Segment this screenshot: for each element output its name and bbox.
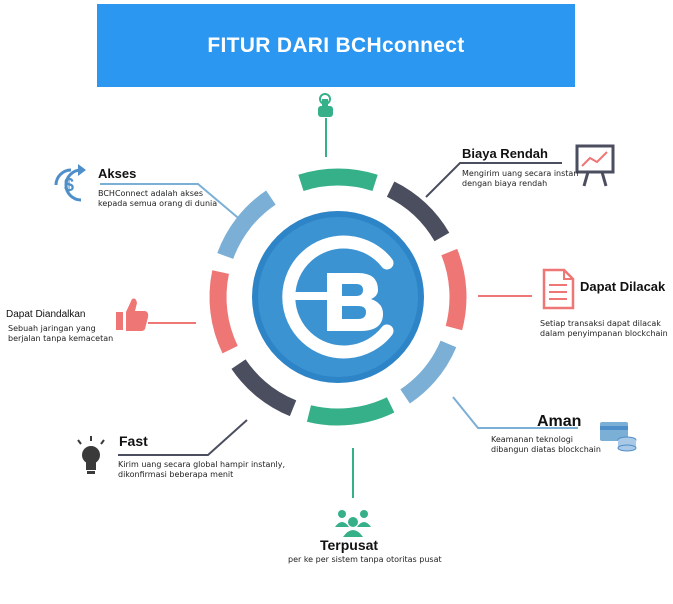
feature-description: per ke per sistem tanpa otoritas pusat: [288, 555, 442, 565]
feature-dapat-diandalkan: Dapat Diandalkan Sebuah jaringan yang be…: [6, 309, 113, 344]
header-banner: FITUR DARI BCHconnect: [97, 4, 575, 87]
feature-aman-desc: Keamanan teknologi dibangun diatas block…: [491, 435, 601, 455]
ring-segment-biaya-rendah: [386, 181, 450, 242]
card-database-icon: [600, 422, 637, 452]
feature-dapat-dilacak-desc: Setiap transaksi dapat dilacak dalam pen…: [540, 319, 668, 339]
document-icon: [542, 268, 575, 310]
desc-line: dibangun diatas blockchain: [491, 445, 601, 454]
feature-terpusat-title: Terpusat: [320, 537, 378, 553]
desc-line: berjalan tanpa kemacetan: [8, 334, 114, 343]
feature-terpusat-desc: per ke per sistem tanpa otoritas pusat: [288, 555, 442, 565]
page-title: FITUR DARI BCHconnect: [207, 33, 465, 57]
people-group-icon: [335, 510, 371, 537]
svg-text:$: $: [64, 175, 74, 195]
feature-description: Setiap transaksi dapat dilacak dalam pen…: [540, 319, 668, 339]
desc-line: Keamanan teknologi: [491, 435, 574, 444]
feature-dapat-dilacak-title: Dapat Dilacak: [580, 279, 665, 294]
feature-title: Dapat Diandalkan: [6, 309, 86, 320]
desc-line: Setiap transaksi dapat dilacak: [540, 319, 661, 328]
thumbs-up-icon: [116, 298, 149, 331]
desc-line: Mengirim uang secara instan: [462, 169, 579, 178]
ring-segment-akses: [217, 190, 276, 260]
feature-title: Dapat Dilacak: [580, 279, 666, 294]
feature-title: Akses: [98, 166, 137, 181]
desc-line: BCHConnect adalah akses: [98, 189, 203, 198]
chart-board-icon: [575, 144, 615, 187]
ring-segment-dapat-diandalkan: [209, 270, 238, 354]
desc-line: per ke per sistem tanpa otoritas pusat: [288, 555, 442, 564]
connector-lines: [100, 118, 578, 498]
feature-title: Terpusat: [320, 537, 379, 553]
pointer-hand-icon: [318, 93, 333, 117]
feature-fast-desc: Kirim uang secara global hampir instanly…: [118, 460, 285, 480]
feature-title: Aman: [537, 413, 582, 430]
feature-fast-title: Fast: [119, 433, 148, 449]
desc-line: Sebuah jaringan yang: [8, 324, 96, 333]
connector-aman: [452, 396, 578, 429]
bch-logo-icon: [252, 211, 424, 383]
ring-segment-aman: [400, 340, 457, 404]
connector-fast: [118, 419, 248, 456]
ring-segment-top: [298, 168, 378, 192]
feature-description: Keamanan teknologi dibangun diatas block…: [491, 435, 601, 455]
connector-biaya-rendah: [425, 162, 562, 198]
ring-segments: [209, 168, 467, 426]
desc-line: dalam penyimpanan blockchain: [540, 329, 668, 338]
desc-line: dikonfirmasi beberapa menit: [118, 470, 234, 479]
feature-biaya-rendah: Biaya Rendah Mengirim uang secara instan…: [462, 146, 578, 189]
desc-line: Kirim uang secara global hampir instanly…: [118, 460, 286, 469]
feature-description: Sebuah jaringan yang berjalan tanpa kema…: [8, 324, 113, 344]
dollar-refresh-icon: $: [54, 164, 86, 202]
feature-aman-title: Aman: [537, 413, 581, 431]
feature-description: BCHConnect adalah akses kepada semua ora…: [98, 189, 217, 209]
desc-line: kepada semua orang di dunia: [98, 199, 218, 208]
connector-akses: [100, 183, 244, 223]
ring-segment-dapat-dilacak: [441, 248, 467, 331]
feature-description: Mengirim uang secara instan dengan biaya…: [462, 169, 578, 189]
ring-segment-terpusat: [306, 397, 395, 426]
desc-line: dengan biaya rendah: [462, 179, 548, 188]
feature-title: Fast: [119, 433, 148, 449]
feature-description: Kirim uang secara global hampir instanly…: [118, 460, 285, 480]
feature-akses: Akses BCHConnect adalah akses kepada sem…: [98, 166, 217, 209]
lightbulb-icon: [77, 436, 105, 474]
ring-segment-fast: [231, 359, 297, 417]
feature-title: Biaya Rendah: [462, 146, 548, 161]
